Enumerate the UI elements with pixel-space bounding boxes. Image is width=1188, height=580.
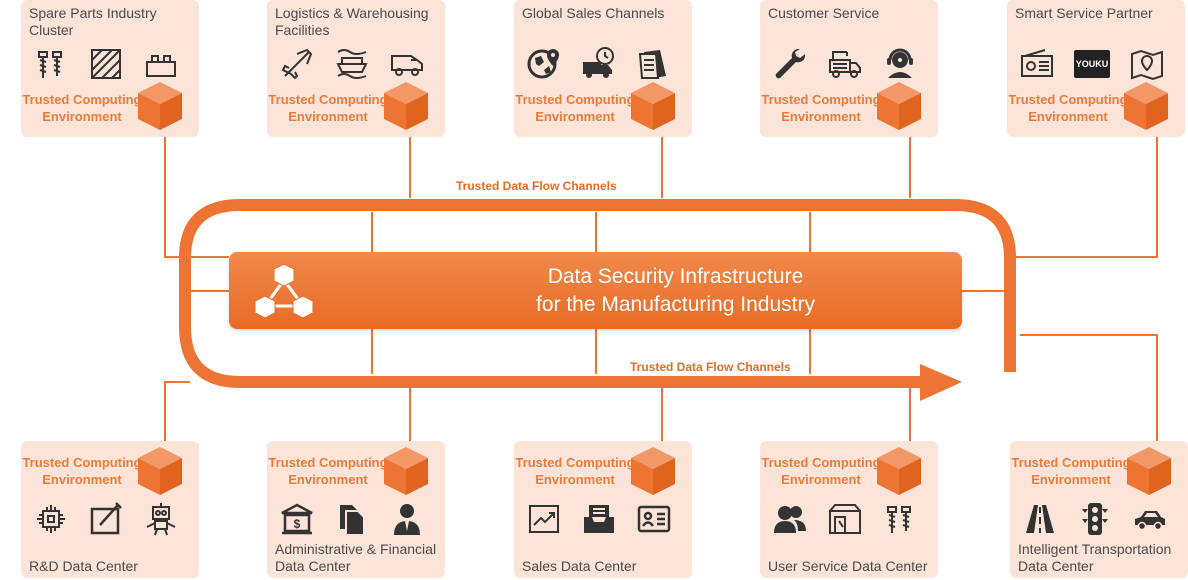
card-title: Sales Data Center: [522, 558, 637, 574]
file-copy-icon: [332, 499, 372, 539]
tce-label: Trusted Computing Environment: [761, 455, 881, 487]
icon-row: [31, 44, 181, 84]
tce-label: Trusted Computing Environment: [1011, 455, 1131, 487]
design-tablet-icon: [86, 499, 126, 539]
airplane-icon: [277, 44, 317, 84]
tce-label: Trusted Computing Environment: [268, 455, 388, 487]
card-title: R&D Data Center: [29, 558, 138, 574]
tow-truck-icon: [825, 44, 865, 84]
robot-icon: [141, 499, 181, 539]
tce-label: Trusted Computing Environment: [515, 455, 635, 487]
youku-logo-text: YOUKU: [1075, 59, 1109, 69]
tce-label: Trusted Computing Environment: [1008, 92, 1128, 124]
screw-bolt-icon: [880, 499, 920, 539]
icon-row: $: [277, 499, 427, 539]
youku-logo-icon: YOUKU: [1074, 50, 1110, 78]
card-title: Spare Parts Industry Cluster: [29, 5, 157, 38]
tce-label: Trusted Computing Environment: [22, 92, 142, 124]
globe-location-icon: [524, 44, 564, 84]
storefront-icon: [825, 499, 865, 539]
connector-spare-parts: [164, 137, 229, 258]
card-title: Administrative & Financial Data Center: [275, 541, 437, 574]
chip-icon: [31, 499, 71, 539]
trusted-cube-icon: [628, 80, 678, 132]
svg-text:$: $: [294, 517, 301, 531]
brick-block-icon: [141, 44, 181, 84]
icon-row: [1020, 499, 1170, 539]
trusted-cube-icon: [135, 445, 185, 497]
cargo-ship-icon: [332, 44, 372, 84]
icon-row: [277, 44, 427, 84]
trusted-cube-icon: [628, 445, 678, 497]
bottom-card-1: Trusted Computing Environment $ Administra…: [267, 441, 445, 578]
documents-icon: [634, 44, 674, 84]
id-card-icon: [634, 499, 674, 539]
businessman-icon: [387, 499, 427, 539]
icon-row: [770, 44, 920, 84]
card-title: Customer Service: [768, 5, 880, 21]
icon-row: [770, 499, 920, 539]
delivery-van-icon: [387, 44, 427, 84]
trusted-cube-icon: [135, 80, 185, 132]
car-icon: [1130, 499, 1170, 539]
flow-arrowhead: [920, 364, 962, 401]
card-title: Logistics & Warehousing Facilities: [275, 5, 429, 38]
tce-label: Trusted Computing Environment: [22, 455, 142, 487]
traffic-light-icon: [1075, 499, 1115, 539]
trusted-cube-icon: [381, 445, 431, 497]
trusted-cube-icon: [381, 80, 431, 132]
connector-transport: [1020, 334, 1158, 450]
channel-label-top: Trusted Data Flow Channels: [456, 179, 617, 193]
road-icon: [1020, 499, 1060, 539]
users-icon: [770, 499, 810, 539]
trusted-cube-icon: [1121, 80, 1171, 132]
delivery-truck-clock-icon: [579, 44, 619, 84]
icon-row: [31, 499, 181, 539]
hatched-panel-icon: [86, 44, 126, 84]
tce-label: Trusted Computing Environment: [761, 92, 881, 124]
connector-rd: [164, 381, 190, 450]
card-title: User Service Data Center: [768, 558, 928, 574]
data-flow-loop: [179, 199, 1016, 388]
screw-bolt-icon: [31, 44, 71, 84]
trusted-cube-icon: [874, 80, 924, 132]
icon-row: [524, 44, 674, 84]
tce-label: Trusted Computing Environment: [515, 92, 635, 124]
network-cubes-icon: [249, 262, 319, 320]
bank-icon: $: [277, 499, 317, 539]
connector-smart-partner: [1010, 137, 1158, 258]
inbox-icon: [579, 499, 619, 539]
data-security-core: Data Security Infrastructure for the Man…: [229, 252, 962, 329]
icon-row: [524, 499, 674, 539]
icon-row: YOUKU: [1017, 44, 1167, 84]
support-agent-icon: [880, 44, 920, 84]
card-title: Smart Service Partner: [1015, 5, 1153, 21]
map-pin-icon: [1127, 44, 1167, 84]
channel-label-bottom: Trusted Data Flow Channels: [630, 360, 791, 374]
trusted-cube-icon: [874, 445, 924, 497]
wrench-icon: [770, 44, 810, 84]
radio-icon: [1017, 44, 1057, 84]
core-title: Data Security Infrastructure for the Man…: [536, 265, 815, 316]
card-title: Intelligent Transportation Data Center: [1018, 541, 1172, 574]
trend-chart-icon: [524, 499, 564, 539]
card-title: Global Sales Channels: [522, 5, 665, 21]
tce-label: Trusted Computing Environment: [268, 92, 388, 124]
trusted-cube-icon: [1124, 445, 1174, 497]
